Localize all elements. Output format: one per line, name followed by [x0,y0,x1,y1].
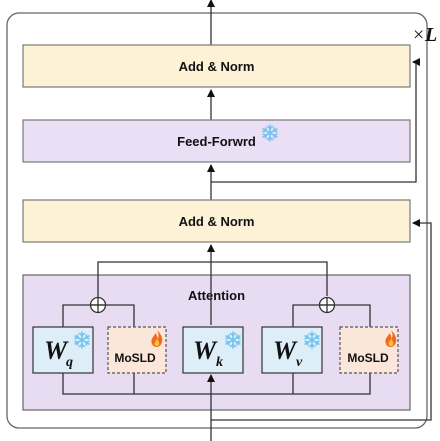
attention-output-bus [97,261,328,305]
input-bus [62,373,371,395]
add-norm-bottom-label: Add & Norm [179,214,255,229]
wq-symbol: W [44,336,69,365]
q-branch-wire [62,304,135,327]
v-branch-wire [292,304,371,327]
mosld-q-label: MoSLD [114,351,156,365]
wq-subscript: q [66,355,73,370]
feed-forward-block [22,119,411,163]
mosld-v-block [339,326,399,374]
repeat-count-label: L [424,24,437,46]
wv-subscript: v [296,355,303,370]
mosld-q-block [107,326,167,374]
add-norm-bottom-block [22,199,411,243]
add-norm-top-block [22,44,411,88]
residual-attention-path [211,222,432,421]
mosld-v-label: MoSLD [347,351,389,365]
repeat-symbol: × [413,24,424,46]
add-norm-top-label: Add & Norm [179,59,255,74]
attention-label: Attention [188,288,245,303]
wk-symbol: W [193,336,218,365]
wv-symbol: W [273,336,298,365]
wk-subscript: k [216,355,223,370]
feed-forward-label: Feed-Forwrd [177,134,256,149]
layer-frame [6,12,428,429]
